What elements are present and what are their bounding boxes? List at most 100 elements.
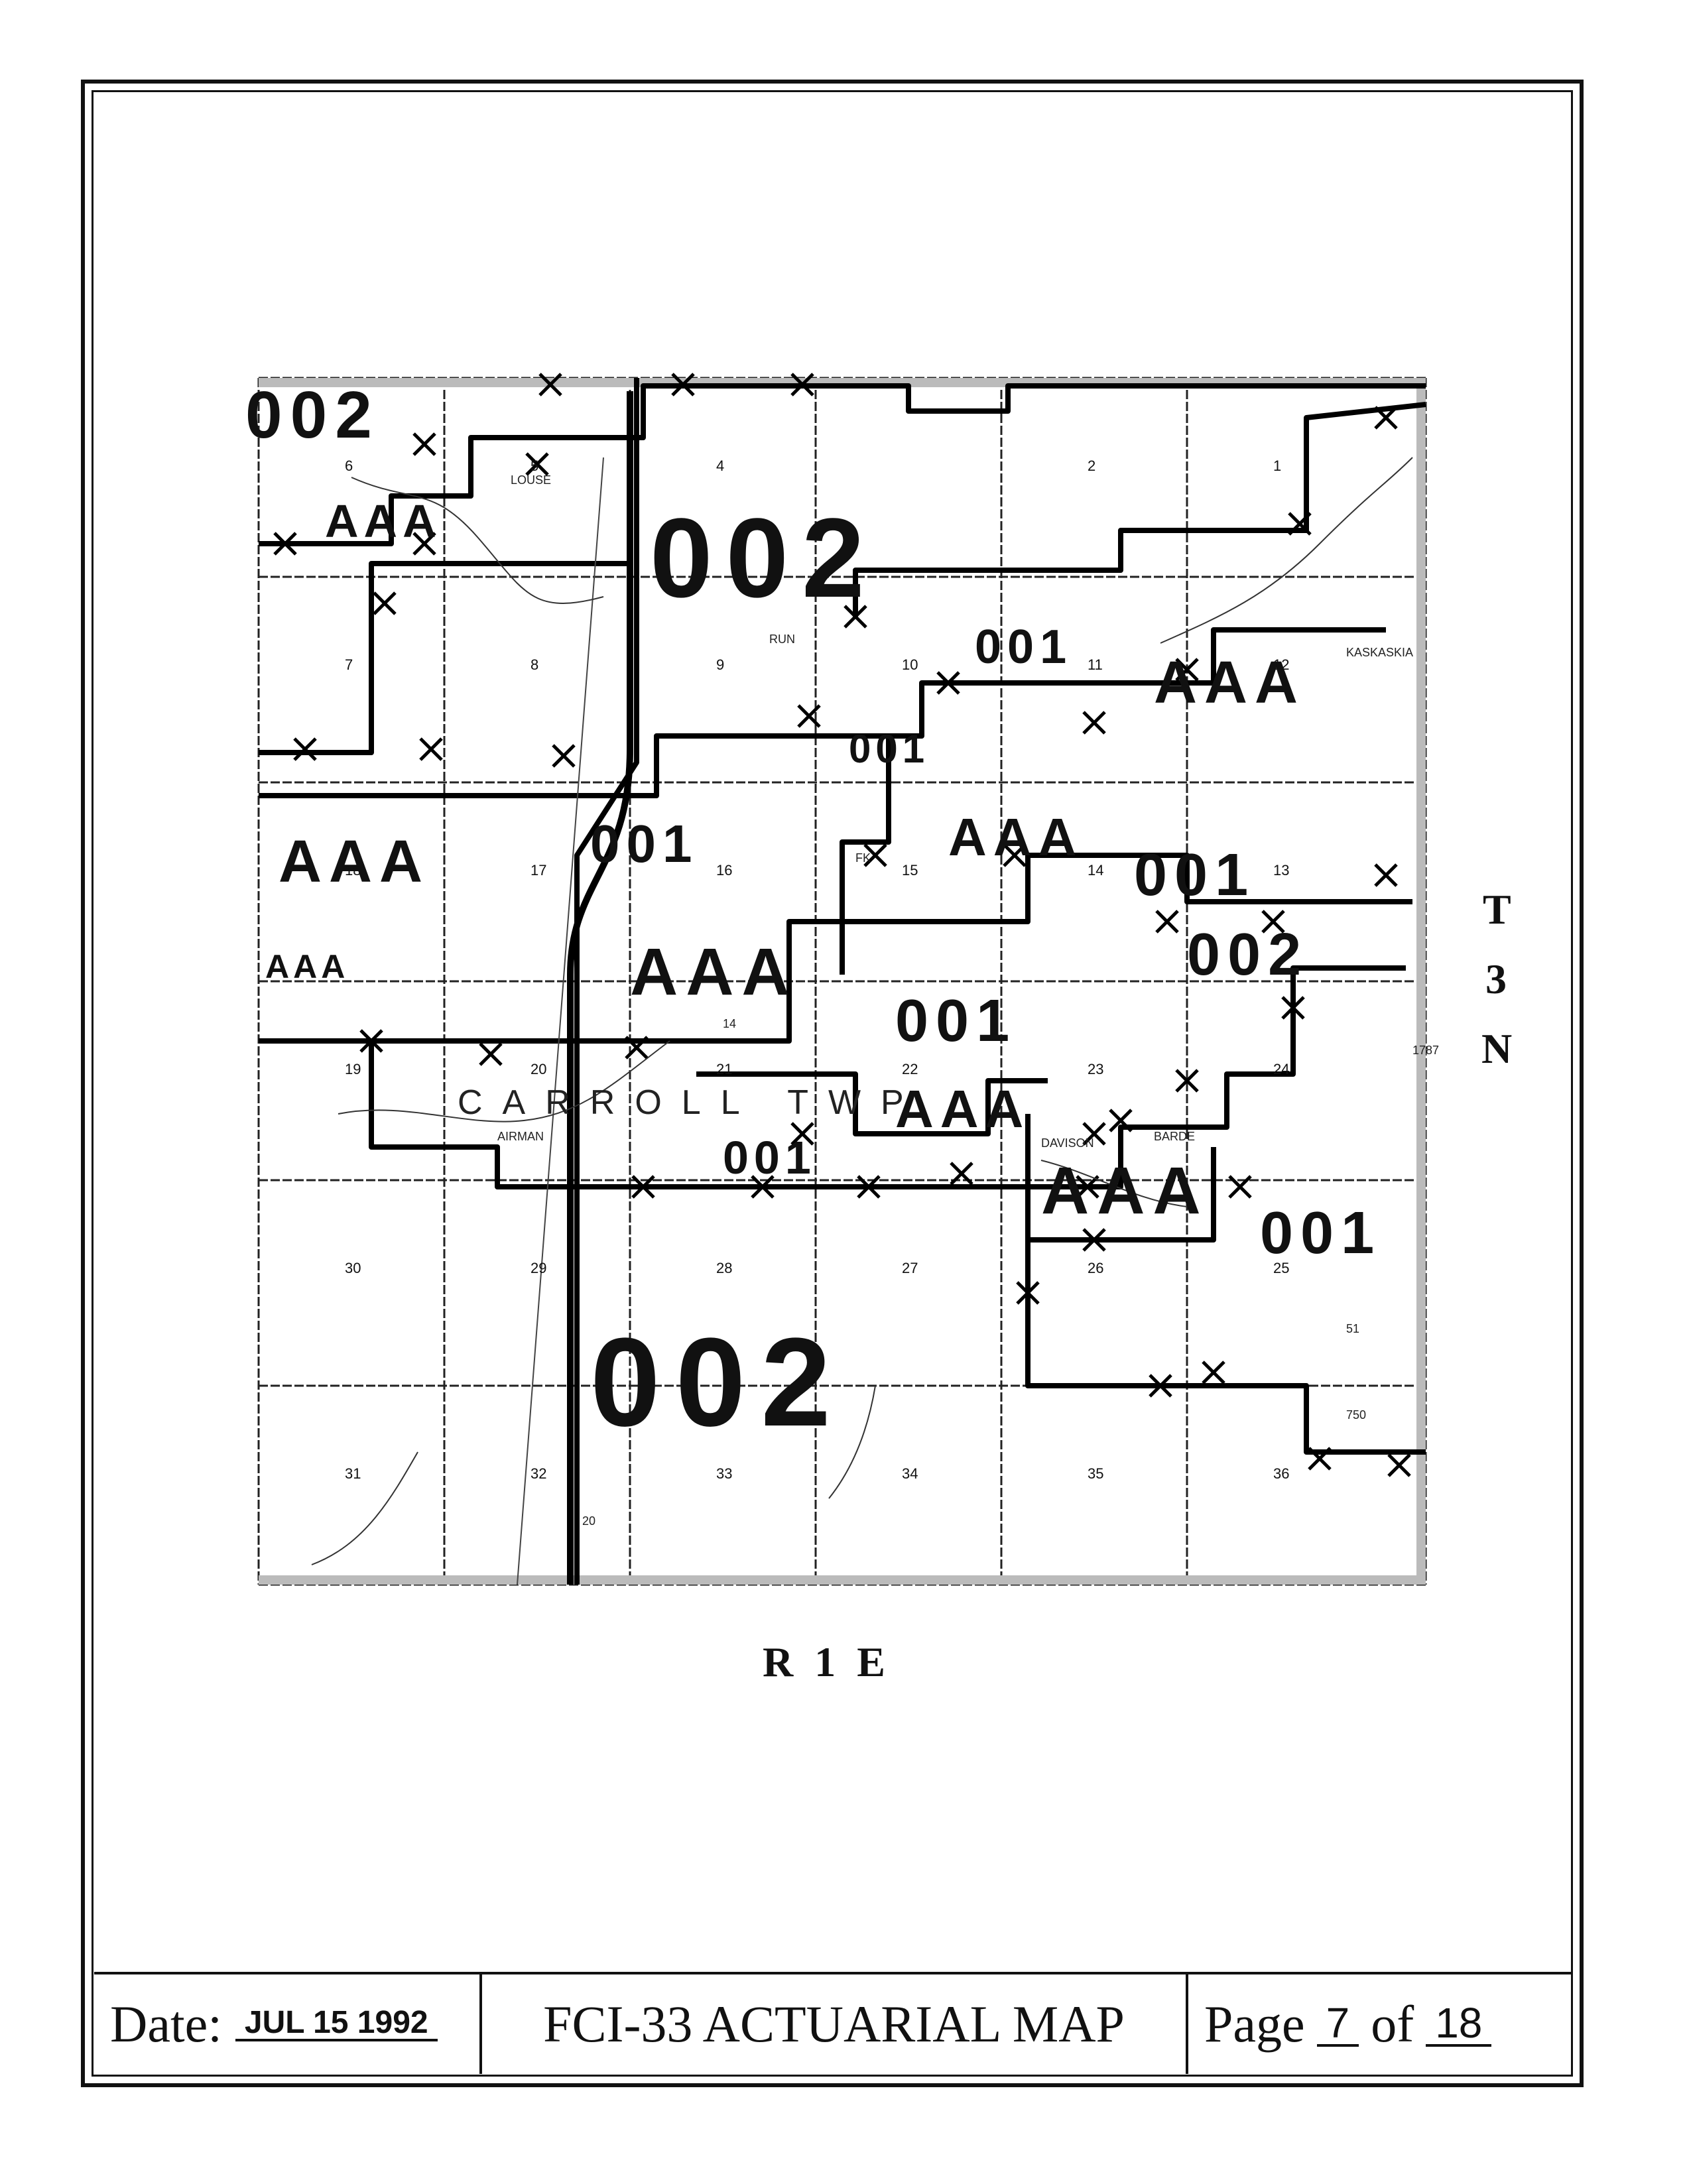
x-mark bbox=[790, 373, 814, 396]
zone-label: 001 bbox=[1134, 842, 1255, 908]
map-title: FCI-33 ACTUARIAL MAP bbox=[543, 1995, 1125, 2053]
zone-label: AAA bbox=[265, 948, 349, 985]
x-mark bbox=[373, 591, 397, 615]
zone-label: 002 bbox=[590, 1312, 846, 1453]
section-number: 14 bbox=[1088, 862, 1103, 879]
x-mark bbox=[1202, 1361, 1225, 1384]
x-mark bbox=[525, 452, 549, 476]
zone-label: AAA bbox=[279, 829, 430, 895]
section-number: 8 bbox=[531, 656, 538, 673]
kaskaskia-river bbox=[1160, 457, 1413, 644]
x-mark bbox=[1374, 406, 1398, 430]
x-mark bbox=[538, 373, 562, 396]
zone-label: 001 bbox=[590, 814, 698, 873]
section-number: 11 bbox=[1088, 656, 1103, 673]
footer-page-cell: Page 7 of 18 bbox=[1188, 1974, 1572, 2074]
feature-label: 51 bbox=[1346, 1322, 1359, 1335]
x-mark bbox=[1016, 1281, 1040, 1305]
feature-label: 20 bbox=[582, 1514, 595, 1528]
x-mark bbox=[936, 671, 960, 695]
x-mark bbox=[273, 532, 297, 556]
x-mark bbox=[479, 1042, 503, 1066]
railroad-line bbox=[517, 457, 604, 1585]
section-number: 27 bbox=[902, 1260, 918, 1276]
x-mark bbox=[790, 1122, 814, 1146]
x-mark bbox=[419, 737, 443, 761]
x-mark bbox=[631, 1175, 655, 1199]
x-mark bbox=[1228, 1175, 1252, 1199]
section-number: 17 bbox=[531, 862, 546, 879]
section-number: 26 bbox=[1088, 1260, 1103, 1276]
x-mark bbox=[1003, 843, 1027, 867]
feature-label: LOUSE bbox=[511, 473, 551, 487]
footer-bar: Date: JUL 15 1992 FCI-33 ACTUARIAL MAP P… bbox=[94, 1972, 1572, 2074]
range-label: R 1 E bbox=[763, 1638, 885, 1685]
zone-label: 002 bbox=[245, 378, 380, 452]
township-label-n: N bbox=[1481, 1025, 1513, 1072]
zone-label: 002 bbox=[650, 495, 878, 621]
section-number: 18 bbox=[345, 862, 361, 879]
feature-label: 750 bbox=[1346, 1408, 1366, 1422]
zone-label: AAA bbox=[948, 808, 1083, 867]
x-mark bbox=[1082, 1122, 1106, 1146]
stream-east-fork bbox=[338, 1040, 670, 1122]
section-number: 5 bbox=[531, 457, 538, 474]
section-number: 12 bbox=[1273, 656, 1289, 673]
zone-label: 001 bbox=[849, 727, 929, 771]
section-number: 25 bbox=[1273, 1260, 1289, 1276]
feature-label: DAVISON bbox=[1041, 1136, 1094, 1150]
x-mark bbox=[1261, 910, 1285, 934]
section-number: 13 bbox=[1273, 862, 1289, 879]
x-mark bbox=[1175, 658, 1199, 682]
section-number: 7 bbox=[345, 656, 353, 673]
x-mark bbox=[412, 532, 436, 556]
feature-label: 1787 bbox=[1412, 1044, 1439, 1057]
zone-label: 001 bbox=[895, 988, 1017, 1054]
section-number: 33 bbox=[716, 1465, 732, 1482]
section-number: 22 bbox=[902, 1061, 918, 1077]
stream-section-33 bbox=[828, 1385, 876, 1499]
section-number: 6 bbox=[345, 457, 353, 474]
feature-label: RUN bbox=[769, 633, 795, 646]
zone-label: 002 bbox=[1187, 922, 1308, 988]
x-mark bbox=[1387, 1453, 1411, 1477]
feature-label: 14 bbox=[723, 1017, 736, 1030]
x-mark bbox=[1109, 1109, 1133, 1132]
section-number: 4 bbox=[716, 457, 724, 474]
x-mark bbox=[1082, 1228, 1106, 1252]
x-mark bbox=[412, 432, 436, 456]
zone-label: AAA bbox=[1154, 650, 1305, 716]
feature-label: AIRMAN bbox=[497, 1130, 544, 1143]
township-label-3: 3 bbox=[1485, 955, 1507, 1002]
zone-label: AAA bbox=[895, 1079, 1030, 1138]
x-mark bbox=[857, 1175, 881, 1199]
x-mark bbox=[1281, 996, 1305, 1020]
section-number: 32 bbox=[531, 1465, 546, 1482]
section-number: 31 bbox=[345, 1465, 361, 1482]
boundary-crossing-marks bbox=[273, 373, 1411, 1477]
date-label: Date: bbox=[110, 1995, 222, 2053]
x-mark bbox=[1374, 863, 1398, 887]
page-border-outer bbox=[81, 80, 1584, 2087]
x-mark bbox=[293, 737, 317, 761]
section-number: 34 bbox=[902, 1465, 918, 1482]
x-mark bbox=[1082, 711, 1106, 735]
zone-label: AAA bbox=[325, 495, 442, 547]
x-mark bbox=[625, 1036, 649, 1060]
map-edge-shading-right bbox=[1416, 378, 1426, 1585]
stream bbox=[351, 477, 604, 604]
section-number: 19 bbox=[345, 1061, 361, 1077]
section-number: 35 bbox=[1088, 1465, 1103, 1482]
section-number: 28 bbox=[716, 1260, 732, 1276]
page-total: 18 bbox=[1426, 2002, 1492, 2047]
township-name: CARROLL TWP bbox=[458, 1083, 924, 1122]
township-label-t: T bbox=[1483, 886, 1511, 933]
section-number: 21 bbox=[716, 1061, 732, 1077]
section-number: 20 bbox=[531, 1061, 546, 1077]
zone-label: AAA bbox=[1041, 1154, 1209, 1228]
x-mark bbox=[671, 373, 695, 396]
